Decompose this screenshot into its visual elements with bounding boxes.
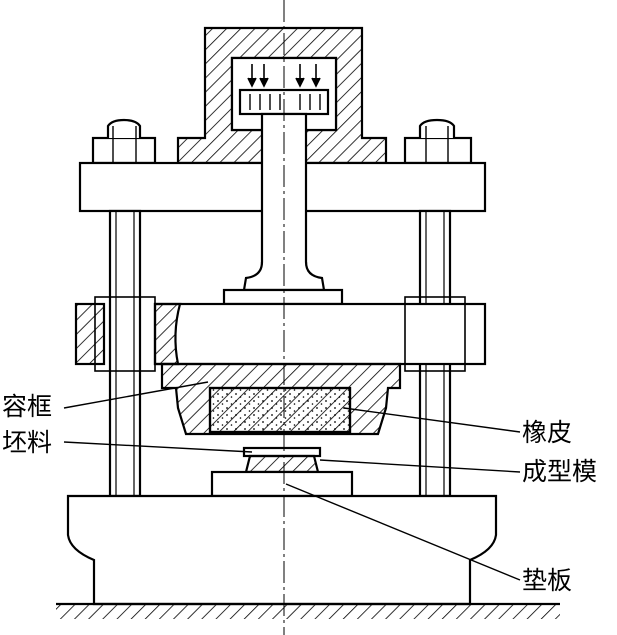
ground — [56, 602, 560, 619]
label-blank-material: 坯料 — [2, 428, 53, 457]
right-top-nut — [403, 118, 473, 165]
left-column — [108, 209, 142, 498]
label-container-frame: 容框 — [2, 392, 53, 421]
label-backing-plate: 垫板 — [522, 566, 573, 595]
blank-sheet — [242, 446, 322, 458]
rubber-pad — [208, 386, 352, 434]
left-top-nut — [91, 118, 157, 165]
label-rubber: 橡皮 — [522, 418, 573, 447]
label-forming-die: 成型模 — [522, 457, 598, 486]
forming-die — [210, 454, 354, 498]
pressure-arrows — [247, 64, 321, 88]
base-bed — [66, 494, 498, 606]
moving-crosshead — [74, 296, 487, 372]
container-frame — [160, 362, 402, 436]
leader-lines — [63, 381, 521, 581]
